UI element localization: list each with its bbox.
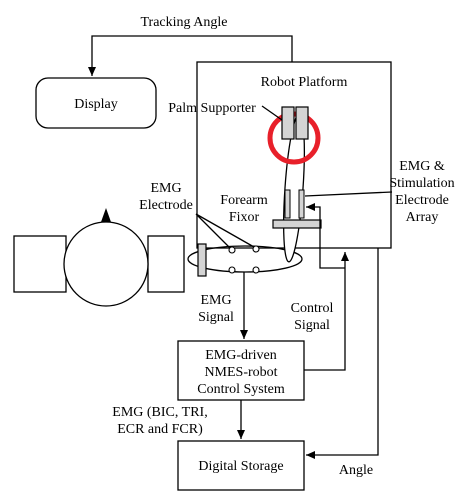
emg-electrode-pointers	[195, 213, 255, 249]
control-signal-arrow	[304, 252, 349, 371]
forearm-outline	[187, 245, 303, 273]
emg-signal-label-2: Signal	[198, 310, 234, 325]
control-system-box	[177, 340, 305, 401]
digital-storage-box	[177, 440, 305, 491]
emg-electrode-label-1: EMG	[150, 181, 181, 196]
head-circle	[63, 221, 149, 307]
tracking-angle-label: Tracking Angle	[141, 15, 228, 30]
stimulation-arrow	[306, 203, 345, 269]
digital-storage-label: Digital Storage	[198, 459, 283, 474]
emg-electrode-1	[228, 246, 236, 254]
emg-signal-label-1: EMG	[200, 293, 231, 308]
forearm-fixor	[272, 219, 322, 229]
control-system-label-1: EMG-driven	[205, 348, 277, 363]
emg-electrode-label-2: Electrode	[139, 198, 193, 213]
emg-stim-label-4: Array	[406, 210, 439, 225]
emg-electrode-3	[228, 266, 236, 274]
control-signal-label-2: Signal	[294, 318, 330, 333]
emg-stim-label-3: Electrode	[395, 193, 449, 208]
palm-supporter-pointer	[261, 105, 283, 121]
right-shoulder	[147, 235, 185, 293]
control-system-label-3: Control System	[197, 382, 285, 397]
robot-platform-label: Robot Platform	[261, 75, 348, 90]
stim-electrode-right	[298, 189, 305, 219]
emg-electrode-2	[252, 245, 260, 253]
display-label: Display	[74, 97, 118, 112]
angle-arrow	[306, 248, 379, 459]
emg-stim-label-1: EMG &	[399, 159, 445, 174]
palm-support-right	[295, 106, 309, 140]
emg-channels-label-2: ECR and FCR)	[117, 422, 203, 437]
forearm-label-1: Forearm	[220, 193, 268, 208]
emg-stim-label-2: Stimulation	[389, 176, 454, 191]
control-signal-label-1: Control	[291, 301, 334, 316]
palm-support-left	[281, 106, 295, 140]
tracking-angle-arrow	[88, 35, 293, 76]
left-shoulder	[13, 235, 67, 293]
forearm-label-2: Fixor	[229, 210, 260, 225]
angle-label: Angle	[339, 463, 373, 478]
display-box	[35, 77, 157, 129]
wrist-band	[197, 243, 207, 277]
stim-electrode-left	[284, 189, 291, 219]
head-nose	[101, 208, 111, 222]
emg-channels-label-1: EMG (BIC, TRI,	[112, 405, 207, 420]
palm-supporter-label: Palm Supporter	[168, 101, 256, 116]
stim-array-pointer	[304, 191, 393, 197]
emg-electrode-4	[252, 266, 260, 274]
control-system-label-2: NMES-robot	[204, 365, 277, 380]
